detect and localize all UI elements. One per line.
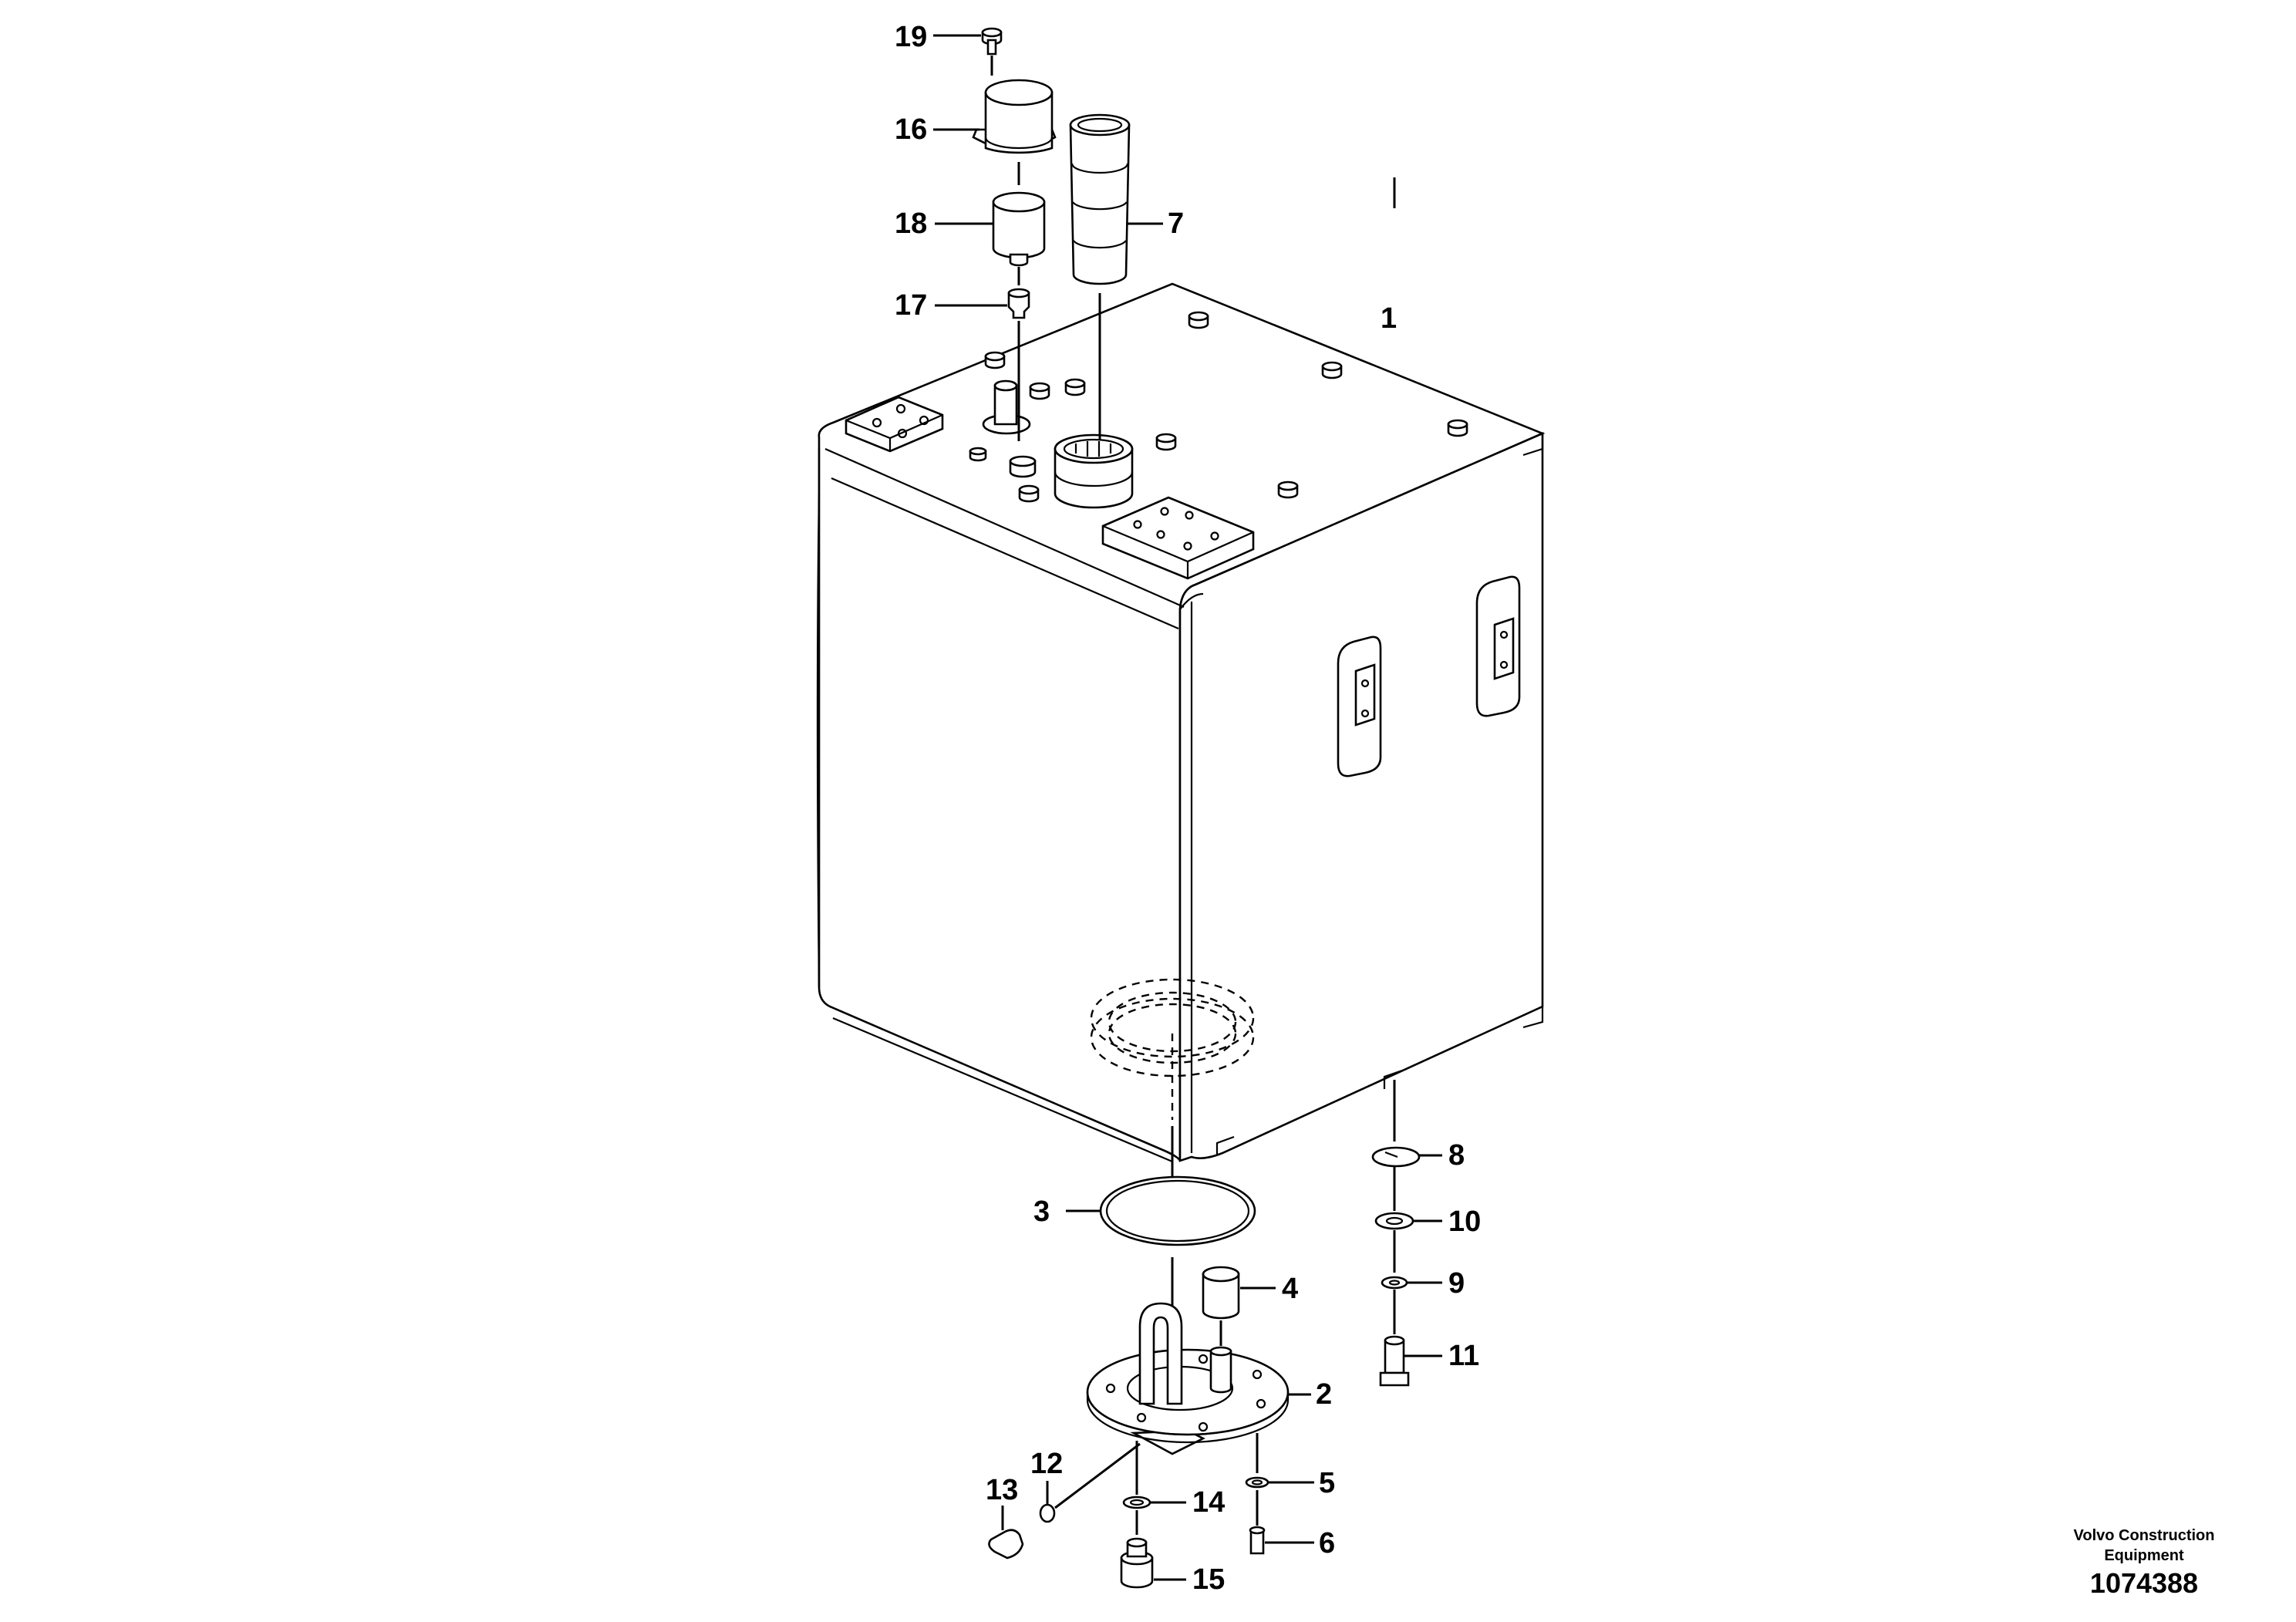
callout-15: 15 bbox=[1192, 1563, 1225, 1596]
callout-5: 5 bbox=[1319, 1467, 1335, 1499]
brand-label: Volvo Construction Equipment bbox=[2013, 1526, 2275, 1566]
part-4-sensor bbox=[1202, 1266, 1240, 1320]
part-7-strainer bbox=[1069, 113, 1131, 285]
part-2-suction-flange bbox=[1086, 1302, 1290, 1455]
callout-10: 10 bbox=[1448, 1206, 1481, 1238]
callout-14: 14 bbox=[1192, 1486, 1225, 1519]
callout-11: 11 bbox=[1448, 1340, 1479, 1372]
callout-7: 7 bbox=[1168, 207, 1184, 240]
callout-3: 3 bbox=[1033, 1195, 1050, 1228]
callout-16: 16 bbox=[895, 113, 927, 146]
callout-18: 18 bbox=[895, 207, 927, 240]
part-12-washer bbox=[1039, 1503, 1056, 1523]
callout-12: 12 bbox=[1030, 1448, 1063, 1480]
callout-9: 9 bbox=[1448, 1267, 1465, 1300]
part-5-washer bbox=[1245, 1476, 1269, 1489]
part-8-washer bbox=[1371, 1146, 1421, 1168]
part-19-bolt bbox=[981, 27, 1003, 56]
brand-line-2: Equipment bbox=[2104, 1547, 2184, 1564]
part-17-adapter bbox=[1007, 288, 1030, 319]
top-bolt-bosses bbox=[969, 311, 1468, 503]
part-10-seal-ring bbox=[1374, 1212, 1414, 1230]
callout-13: 13 bbox=[986, 1474, 1018, 1506]
part-15-fitting bbox=[1120, 1537, 1154, 1589]
brand-line-1: Volvo Construction bbox=[2073, 1527, 2215, 1544]
callout-2: 2 bbox=[1316, 1378, 1332, 1411]
filler-neck bbox=[1054, 433, 1134, 509]
part-9-washer bbox=[1381, 1276, 1408, 1290]
document-number: 1074388 bbox=[2089, 1567, 2199, 1599]
callout-19: 19 bbox=[895, 21, 927, 53]
callout-4: 4 bbox=[1282, 1273, 1298, 1305]
part-13-plug bbox=[988, 1529, 1024, 1560]
part-6-bolt bbox=[1249, 1526, 1266, 1555]
side-brackets bbox=[1337, 575, 1521, 777]
hydraulic-tank bbox=[816, 282, 1546, 1163]
leader-lines bbox=[933, 34, 1442, 1581]
part-18-filter-element bbox=[992, 191, 1046, 267]
callout-1: 1 bbox=[1381, 302, 1397, 335]
part-11-drain-plug bbox=[1379, 1335, 1410, 1387]
callout-labels: 1 19 16 18 17 7 8 10 9 11 3 4 2 5 6 14 1… bbox=[895, 21, 1481, 1596]
callout-8: 8 bbox=[1448, 1139, 1465, 1172]
callout-17: 17 bbox=[895, 289, 927, 322]
part-3-o-ring bbox=[1099, 1175, 1256, 1246]
callout-6: 6 bbox=[1319, 1527, 1335, 1560]
part-14-washer bbox=[1122, 1496, 1151, 1509]
part-16-breather-cap bbox=[972, 79, 1057, 154]
breather-mount bbox=[982, 379, 1037, 478]
